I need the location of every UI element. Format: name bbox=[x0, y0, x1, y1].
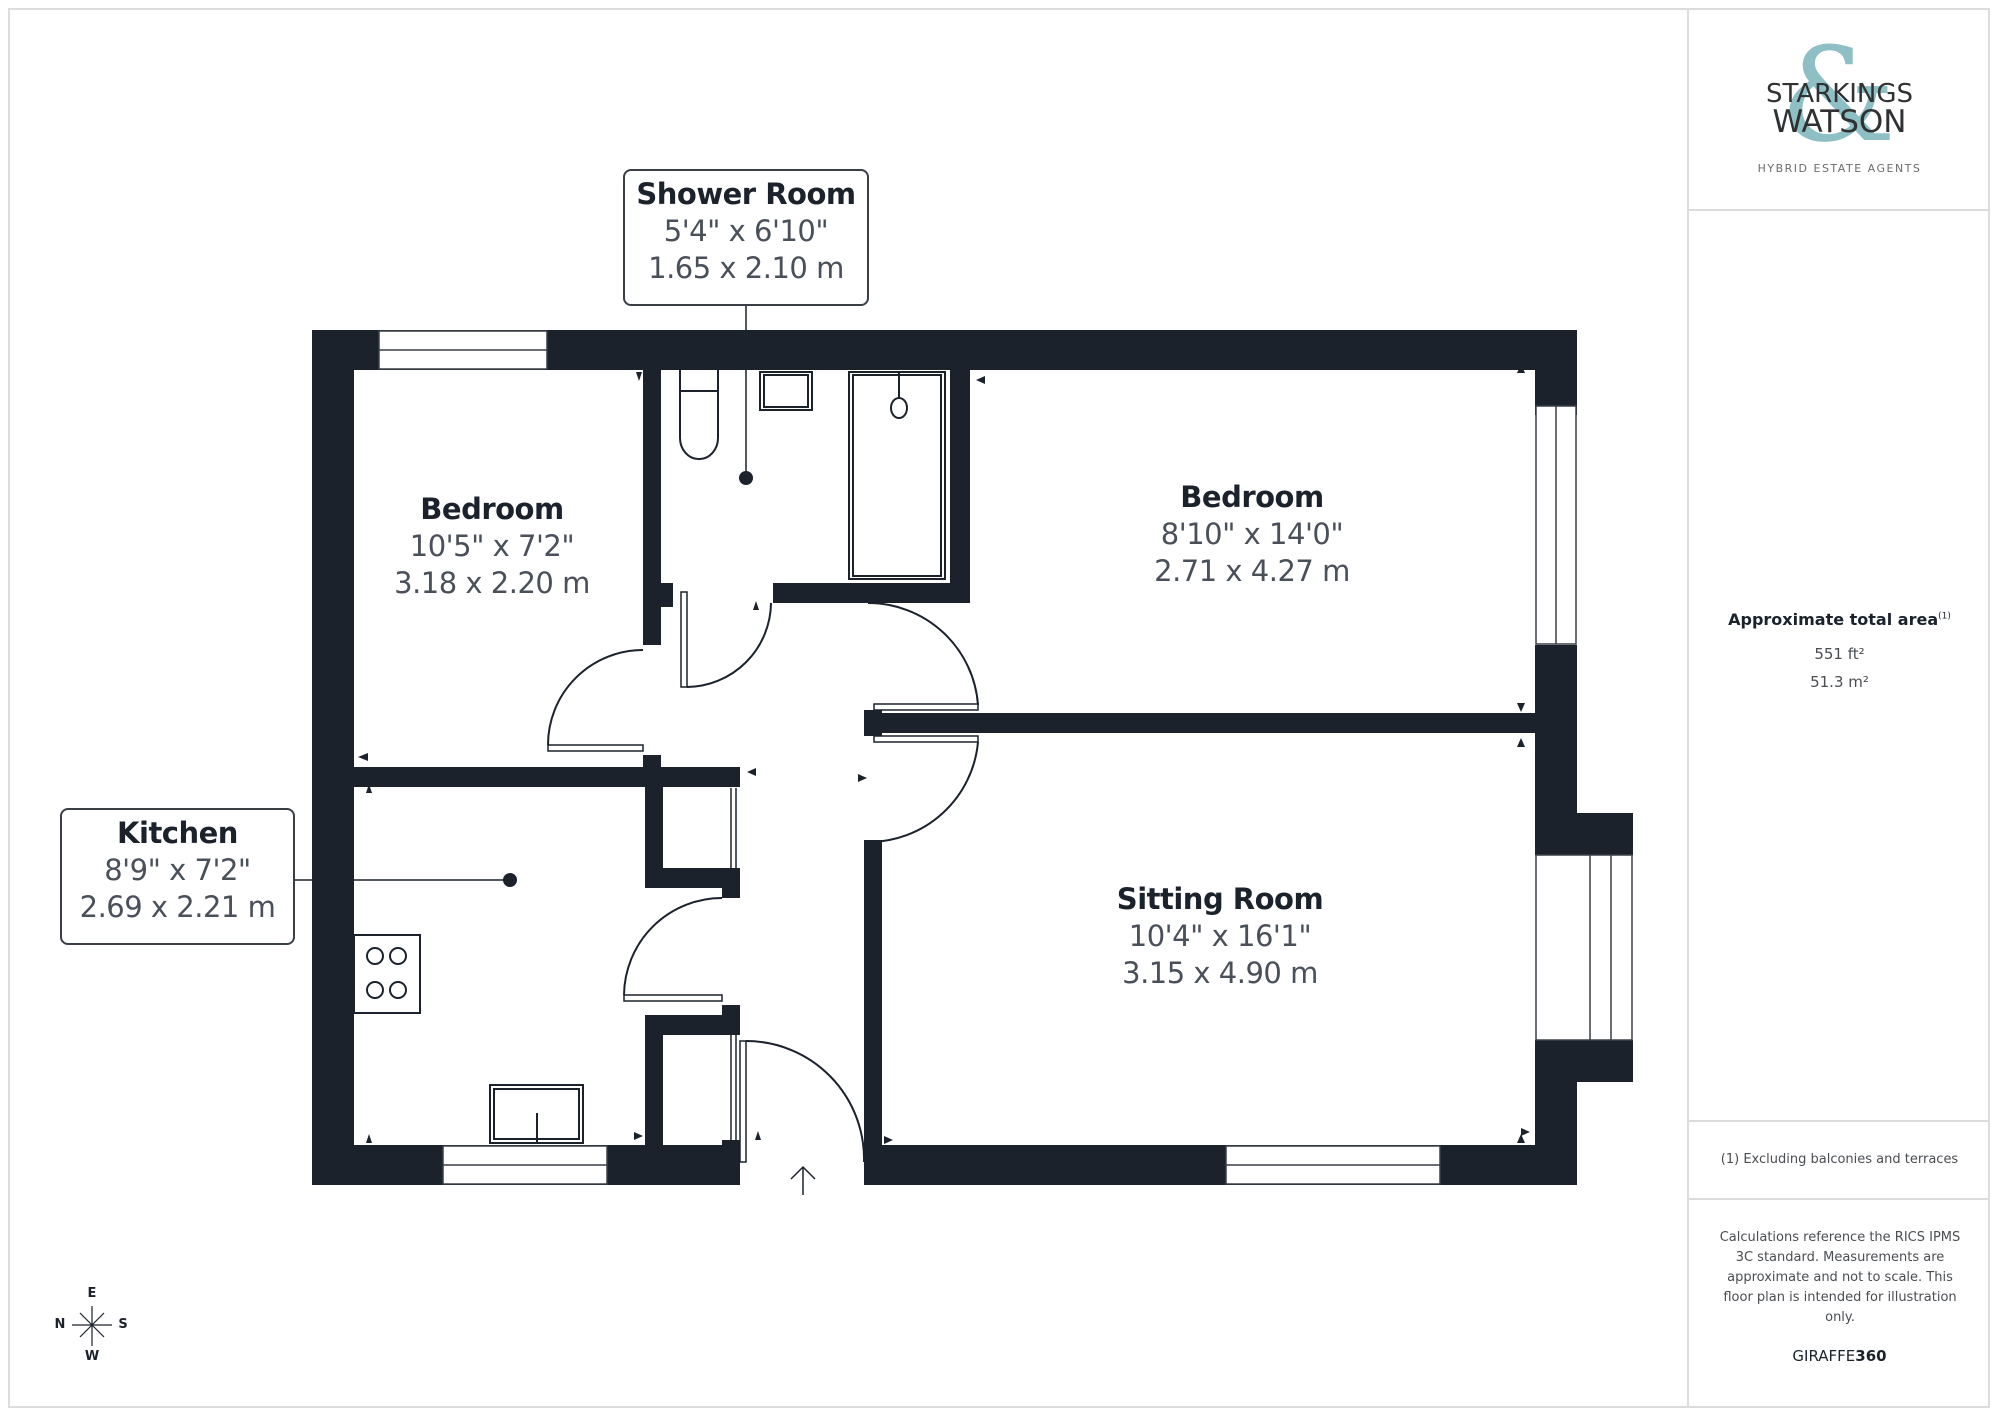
callout-pin bbox=[503, 873, 517, 887]
room-label-sitting-room: Sitting Room 10'4" x 16'1" 3.15 x 4.90 m bbox=[1116, 880, 1324, 992]
room-dim-imperial: 10'5" x 7'2" bbox=[409, 529, 575, 563]
area-sq-m: 51.3 m² bbox=[1810, 673, 1869, 691]
room-name: Bedroom bbox=[420, 492, 564, 526]
disclaimer: Calculations reference the RICS IPMS 3C … bbox=[1719, 1230, 1961, 1325]
room-dim-imperial: 8'10" x 14'0" bbox=[1160, 517, 1344, 551]
room-dim-metric: 2.71 x 4.27 m bbox=[1154, 554, 1350, 588]
logo-line2: WATSON bbox=[1772, 104, 1907, 140]
room-name: Sitting Room bbox=[1116, 882, 1324, 916]
area-title-text: Approximate total area bbox=[1728, 610, 1939, 629]
compass-north: N bbox=[54, 1317, 66, 1332]
logo-ampersand-icon: & bbox=[1780, 19, 1896, 171]
compass-east: E bbox=[87, 1286, 97, 1301]
entrance-arrow-icon bbox=[790, 1165, 816, 1195]
callout-leaders bbox=[294, 305, 747, 881]
provider-brand: GIRAFFE360 bbox=[1689, 1347, 1990, 1365]
room-dim-metric: 2.69 x 2.21 m bbox=[79, 890, 276, 924]
brand-logo: STARKINGS WATSON HYBRID ESTATE AGENTS bbox=[1689, 10, 1990, 210]
windows bbox=[378, 330, 1633, 1185]
room-name: Kitchen bbox=[117, 816, 238, 850]
logo-line1: STARKINGS bbox=[1765, 79, 1914, 109]
room-dim-imperial: 8'9" x 7'2" bbox=[104, 853, 251, 887]
area-sq-ft: 551 ft² bbox=[1814, 645, 1865, 663]
footnote: (1) Excluding balconies and terraces bbox=[1720, 1152, 1959, 1167]
callout-pin bbox=[739, 471, 753, 485]
provider-name: GIRAFFE bbox=[1792, 1347, 1856, 1365]
room-dim-imperial: 5'4" x 6'10" bbox=[663, 214, 829, 248]
fixtures bbox=[353, 370, 946, 1144]
room-label-bedroom-2: Bedroom 8'10" x 14'0" 2.71 x 4.27 m bbox=[1154, 478, 1350, 590]
page-frame bbox=[8, 8, 1990, 1408]
callout-shower-room: Shower Room 5'4" x 6'10" 1.65 x 2.10 m bbox=[623, 169, 869, 306]
area-title: Approximate total area(1) bbox=[1689, 610, 1990, 629]
compass-icon bbox=[72, 1306, 112, 1346]
footnote-marker: (1) bbox=[1938, 611, 1951, 622]
side-panel-divider bbox=[1689, 1120, 1990, 1122]
provider-name-bold: 360 bbox=[1855, 1347, 1887, 1365]
dimension-markers bbox=[358, 364, 1530, 1144]
callout-kitchen: Kitchen 8'9" x 7'2" 2.69 x 2.21 m bbox=[60, 808, 295, 945]
room-dim-imperial: 10'4" x 16'1" bbox=[1128, 919, 1312, 953]
compass-south: S bbox=[118, 1317, 128, 1332]
room-name: Shower Room bbox=[636, 177, 856, 211]
side-panel-divider bbox=[1687, 8, 1689, 1408]
compass-west: W bbox=[84, 1349, 100, 1364]
door-swings bbox=[547, 591, 979, 1163]
room-label-bedroom-1: Bedroom 10'5" x 7'2" 3.18 x 2.20 m bbox=[394, 490, 590, 602]
walls bbox=[312, 330, 1633, 1185]
room-dim-metric: 3.15 x 4.90 m bbox=[1122, 956, 1318, 990]
side-panel-divider bbox=[1689, 1198, 1990, 1200]
room-dim-metric: 3.18 x 2.20 m bbox=[394, 566, 590, 600]
logo-tagline: HYBRID ESTATE AGENTS bbox=[1757, 162, 1922, 175]
side-panel-divider bbox=[1689, 209, 1990, 211]
room-name: Bedroom bbox=[1180, 480, 1324, 514]
room-dim-metric: 1.65 x 2.10 m bbox=[648, 251, 844, 285]
